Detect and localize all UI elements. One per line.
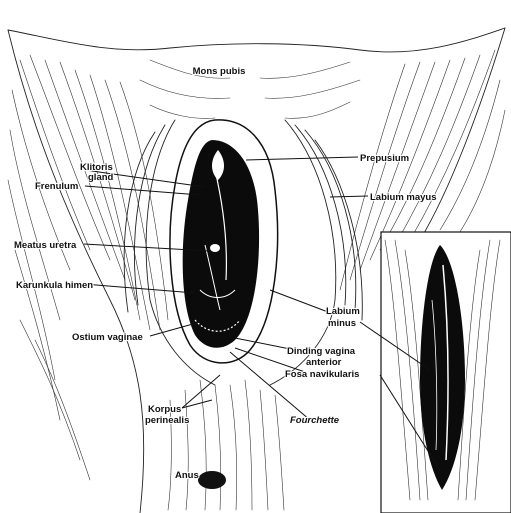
label-dinding-vagina-1: Dinding vagina [287, 346, 356, 357]
label-korpus-perinealis-1: Korpus [148, 404, 181, 415]
label-labium-mayus: Labium mayus [370, 192, 437, 203]
label-frenulum: Frenulum [35, 181, 78, 192]
anus-shape [198, 471, 226, 489]
label-mons-pubis: Mons pubis [193, 66, 246, 77]
label-anus: Anus [175, 470, 199, 481]
label-fourchette: Fourchette [290, 415, 340, 426]
label-ostium-vaginae: Ostium vaginae [72, 332, 143, 343]
label-korpus-perinealis-2: perinealis [145, 415, 189, 426]
label-prepusium: Prepusium [360, 153, 409, 164]
left-thigh-hatching [8, 55, 168, 480]
mons-hatching [140, 60, 360, 118]
vestibule [170, 120, 278, 363]
inset-panel [381, 232, 511, 513]
perineum [168, 380, 284, 510]
label-karunkula-himen: Karunkula himen [16, 280, 93, 291]
label-dinding-vagina-2: anterior [306, 357, 342, 368]
label-labium-minus-2: minus [328, 318, 356, 329]
label-meatus-uretra: Meatus uretra [14, 240, 77, 251]
label-klitoris-2: gland [88, 172, 114, 183]
label-labium-minus-1: Labium [326, 306, 360, 317]
label-fosa-navikularis: Fosa navikularis [285, 369, 359, 380]
